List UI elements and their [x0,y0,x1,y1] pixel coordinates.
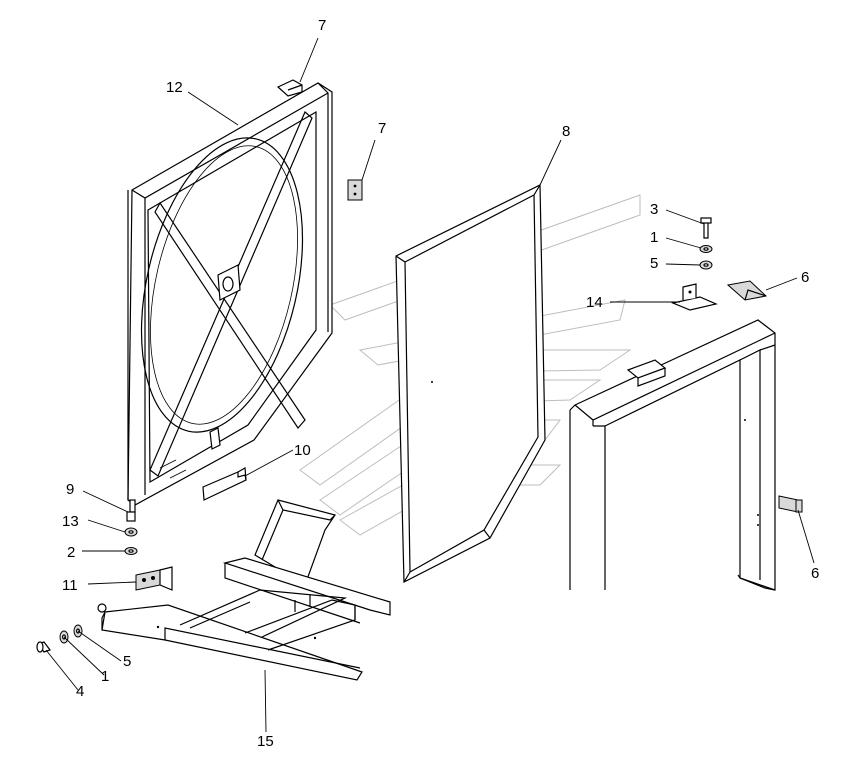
callout-8: 8 [562,123,570,140]
hardware-left-column [124,511,138,555]
callout-2: 2 [67,544,75,561]
callout-1-right: 1 [650,229,658,246]
callout-12: 12 [166,79,183,96]
callout-4: 4 [76,683,84,700]
callout-11: 11 [62,577,78,594]
callout-1-left: 1 [101,668,109,685]
callout-13: 13 [62,513,79,530]
bracket-6-side [778,495,803,513]
leader-lines [45,37,815,733]
fan-frame-12 [127,82,333,513]
callout-7-bracket: 7 [378,120,386,137]
tab-7-top [276,79,303,97]
bracket-14 [671,283,718,311]
callout-6-top: 6 [801,269,809,286]
callout-9: 9 [66,481,74,498]
callout-5-left: 5 [123,653,131,670]
base-frame-15 [97,499,391,681]
seal-8 [395,184,546,583]
plate-10 [202,467,247,501]
housing-frame [569,319,776,591]
callout-5-right: 5 [650,255,658,272]
callout-6-side: 6 [811,565,819,582]
clip-6-top [726,280,768,301]
bracket-7 [347,179,363,201]
callout-3: 3 [650,201,658,218]
callout-10: 10 [294,442,311,459]
callout-14: 14 [586,294,603,311]
callout-labels: 7 12 7 8 3 1 5 6 14 10 9 13 2 11 5 1 4 1… [62,17,819,750]
bracket-11 [135,566,173,591]
callout-15: 15 [257,733,274,750]
callout-7-top: 7 [318,17,326,34]
hardware-right [699,217,713,270]
